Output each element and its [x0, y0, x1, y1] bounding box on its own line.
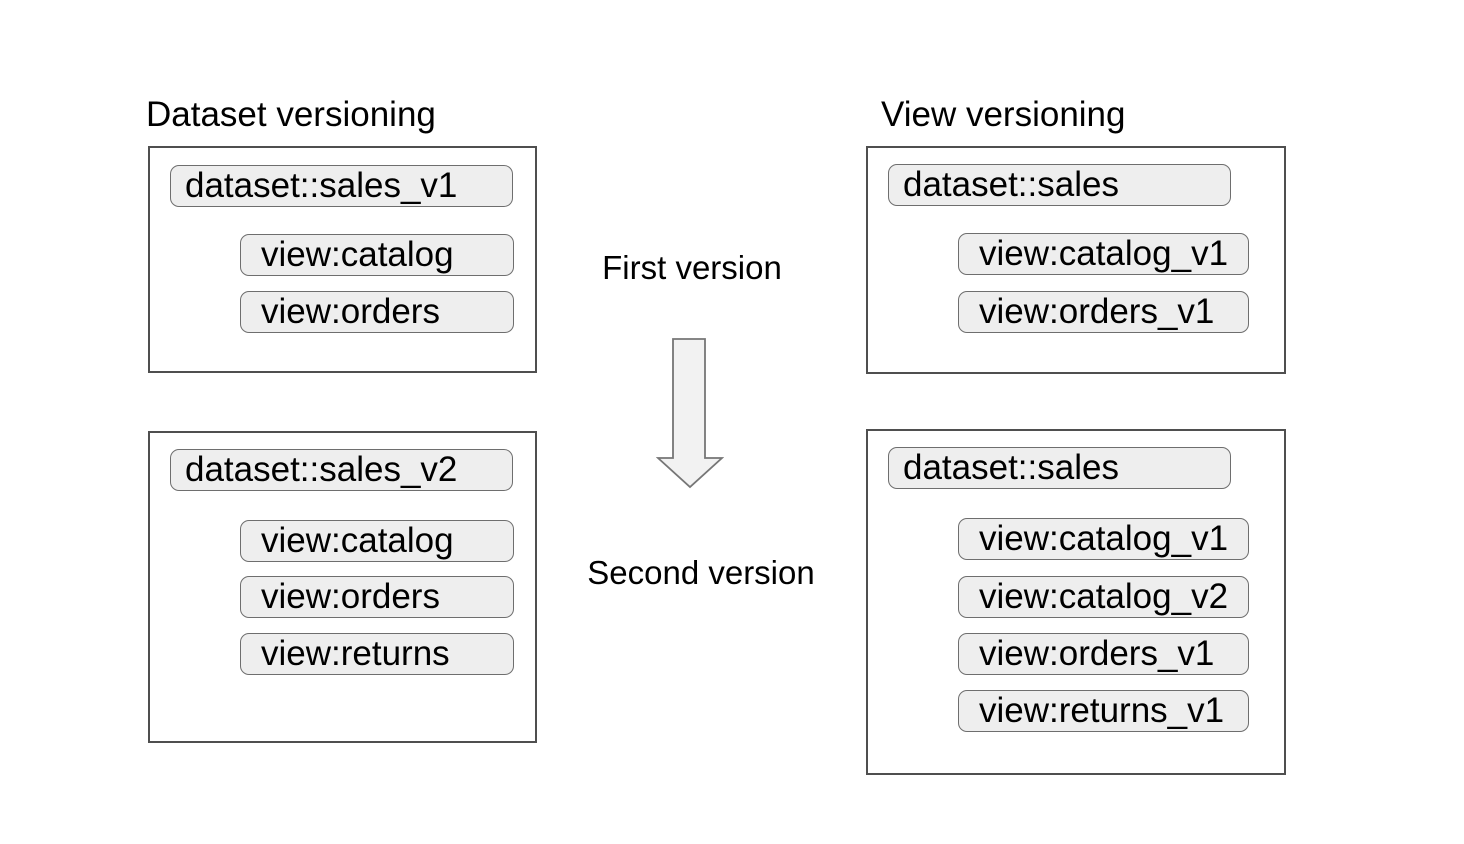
dataset-versioning-title: Dataset versioning — [146, 95, 436, 134]
view-pill: view:catalog — [240, 234, 514, 276]
dataset-pill: dataset::sales_v1 — [170, 165, 513, 207]
view-pill: view:orders — [240, 576, 514, 618]
view-versioning-second-panel: dataset::sales view:catalog_v1 view:cata… — [866, 429, 1286, 775]
view-pill: view:orders — [240, 291, 514, 333]
second-version-label: Second version — [587, 554, 815, 591]
view-pill: view:returns — [240, 633, 514, 675]
view-versioning-title: View versioning — [881, 95, 1126, 134]
view-versioning-first-panel: dataset::sales view:catalog_v1 view:orde… — [866, 146, 1286, 374]
first-version-label: First version — [602, 249, 782, 286]
dataset-pill: dataset::sales — [888, 447, 1231, 489]
dataset-pill: dataset::sales_v2 — [170, 449, 513, 491]
view-pill: view:catalog — [240, 520, 514, 562]
view-pill: view:catalog_v1 — [958, 233, 1249, 275]
view-pill: view:catalog_v1 — [958, 518, 1249, 560]
view-pill: view:orders_v1 — [958, 291, 1249, 333]
view-pill: view:returns_v1 — [958, 690, 1249, 732]
down-arrow-icon — [655, 337, 725, 489]
dataset-versioning-second-panel: dataset::sales_v2 view:catalog view:orde… — [148, 431, 537, 743]
dataset-versioning-first-panel: dataset::sales_v1 view:catalog view:orde… — [148, 146, 537, 373]
view-pill: view:catalog_v2 — [958, 576, 1249, 618]
view-pill: view:orders_v1 — [958, 633, 1249, 675]
dataset-pill: dataset::sales — [888, 164, 1231, 206]
